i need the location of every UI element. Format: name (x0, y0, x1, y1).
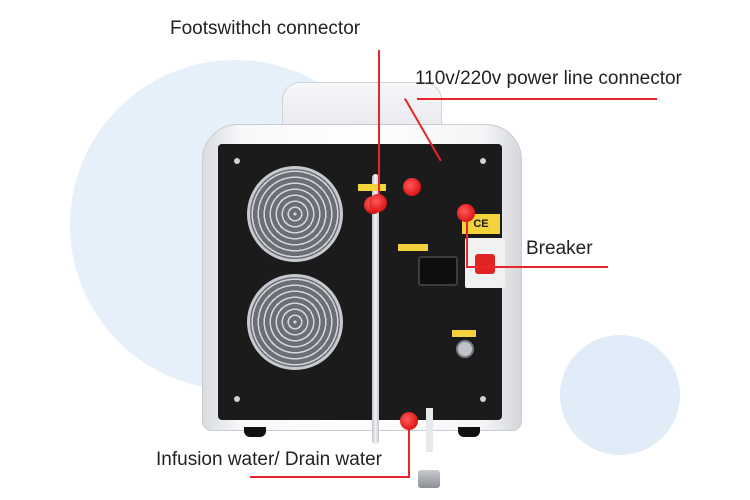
callout-line-footswitch (378, 50, 380, 198)
callout-dot-breaker (457, 204, 475, 222)
callout-power-label: 110v/220v power line connector (415, 68, 682, 89)
level-window (426, 408, 433, 452)
panel-screw (234, 158, 240, 164)
callout-breaker-label: Breaker (526, 238, 593, 259)
callout-line-power-horizontal (417, 98, 657, 100)
gauge-sticker (452, 330, 476, 337)
callout-line-water-horizontal (250, 476, 410, 478)
machine-foot-left (244, 427, 266, 437)
footswitch-sticker (358, 184, 386, 191)
breaker-toggle (475, 254, 495, 274)
callout-line-breaker-horizontal (466, 266, 608, 268)
breaker-switch (465, 238, 505, 288)
callout-line-breaker-vertical (466, 212, 468, 268)
panel-screw (480, 396, 486, 402)
water-port (418, 470, 440, 488)
callout-dot-water (400, 412, 418, 430)
water-tube (372, 174, 379, 444)
power-socket (418, 256, 458, 286)
callout-water-label: Infusion water/ Drain water (156, 449, 382, 470)
laser-machine-rear-view: CE (196, 82, 526, 488)
cooling-fan-bottom (247, 274, 343, 370)
callout-footswitch-label: Footswithch connector (170, 18, 361, 39)
callout-dot-footswitch (369, 194, 387, 212)
panel-screw (234, 396, 240, 402)
power-sticker (398, 244, 428, 251)
callout-line-water-vertical (408, 428, 410, 478)
panel-screw (480, 158, 486, 164)
background-circle-small (560, 335, 680, 455)
water-level-gauge (456, 340, 474, 358)
rear-panel: CE (218, 144, 505, 488)
callout-dot-power (403, 178, 421, 196)
machine-foot-right (458, 427, 480, 437)
cooling-fan-top (247, 166, 343, 262)
